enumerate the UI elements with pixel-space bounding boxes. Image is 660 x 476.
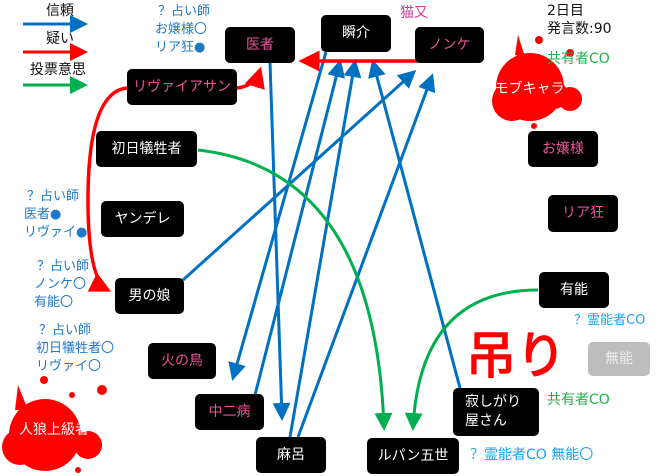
coowner-co-label: 共有者CO (547, 51, 610, 67)
seer-claim-line: ？占い師 (37, 259, 90, 274)
trust-shunsuke-to-chuunibyou (228, 51, 328, 381)
seer-claim-line: お嬢様〇 (155, 22, 208, 37)
legend-trust-label: 信頼 (46, 3, 74, 19)
trust-isha-to-maro (268, 61, 291, 421)
medium-co-result-label: ？霊能者CO 無能〇 (470, 447, 594, 463)
node-riakyou[interactable]: リア狂 (548, 195, 618, 232)
node-chuunibyou[interactable]: 中二病 (195, 394, 264, 430)
doubt-leviathan-to-isha (236, 66, 265, 90)
seer-claim-1: ？占い師 お嬢様〇 リア狂● (155, 3, 210, 57)
blood-splat-icon (492, 35, 582, 129)
trust-sabishigari-to-shunsuke (368, 59, 462, 389)
hanged-mark: 吊り (466, 327, 566, 385)
node-leviathan[interactable]: リヴァイアサン (127, 69, 237, 105)
node-lupin[interactable]: ルパン五世 (367, 438, 459, 474)
seer-claim-2: ？占い師 医者● リヴァイ● (24, 188, 87, 242)
node-yandere[interactable]: ヤンデレ (101, 201, 184, 237)
vote-yuunou-to-lupin (404, 288, 539, 431)
seer-claim-line: リヴァイ● (24, 225, 88, 240)
node-isha[interactable]: 医者 (225, 27, 295, 63)
node-hinotori[interactable]: 火の鳥 (148, 343, 216, 379)
node-maro[interactable]: 麻呂 (256, 437, 326, 473)
node-sabishigari[interactable]: 寂しがり屋さん (453, 388, 539, 436)
day-label: 2日目 (547, 3, 584, 19)
seer-claim-line: ？占い師 (158, 4, 211, 19)
node-otokonoko[interactable]: 男の娘 (115, 278, 184, 314)
trust-chuunibyou-to-shunsuke (253, 59, 346, 396)
post-count-label: 発言数:90 (547, 21, 612, 37)
blood-splat-icon (2, 376, 107, 473)
node-yuunou[interactable]: 有能 (539, 272, 609, 308)
seer-claim-4: ？占い師 初日犠牲者〇 リヴァイ〇 (36, 322, 114, 376)
legend-vote-label: 投票意思 (30, 62, 86, 78)
seer-claim-line: ？占い師 (39, 323, 92, 338)
medium-co-label: ？霊能者CO (574, 313, 646, 328)
trust-maro-to-shunsuke (288, 59, 362, 438)
node-jinrou-dead[interactable]: 人狼上級者 (19, 421, 89, 438)
vote-shonichi-to-lupin (197, 148, 393, 431)
node-mob-dead[interactable]: モブキャラ (494, 81, 565, 97)
trust-otokonoko-to-nonke (181, 69, 417, 282)
seer-claim-line: 有能〇 (34, 295, 74, 310)
trust-maro-to-nonke (296, 73, 436, 438)
seer-claim-line: リア狂● (155, 40, 206, 55)
nekomata-label: 猫又 (400, 5, 428, 21)
seer-claim-line: リヴァイ〇 (36, 359, 102, 374)
node-ojousama[interactable]: お嬢様 (528, 131, 598, 167)
node-shonichi[interactable]: 初日犠牲者 (96, 131, 197, 167)
node-nonke[interactable]: ノンケ (415, 27, 484, 63)
seer-claim-line: 医者● (24, 207, 62, 222)
seer-claim-line: ？占い師 (27, 189, 80, 204)
seer-claim-line: 初日犠牲者〇 (36, 341, 115, 356)
node-shunsuke[interactable]: 瞬介 (321, 15, 391, 52)
doubt-leviathan-to-otokonoko (86, 86, 128, 292)
node-munou-hanged[interactable]: 無能 (588, 342, 650, 376)
seer-claim-line: ノンケ〇 (34, 277, 87, 292)
seer-claim-3: ？占い師 ノンケ〇 有能〇 (34, 258, 89, 312)
legend-doubt-label: 疑い (46, 31, 74, 47)
coowner-co-label: 共有者CO (547, 392, 610, 408)
